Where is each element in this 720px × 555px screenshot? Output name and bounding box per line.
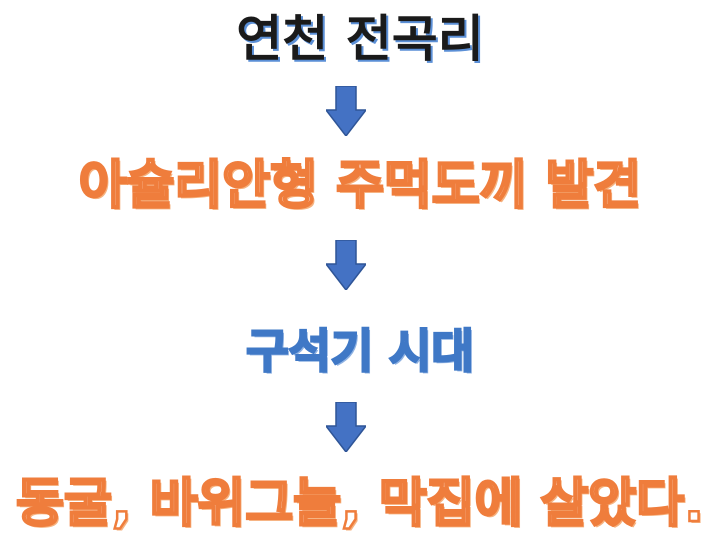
step-dwelling: 동굴, 바위그늘, 막집에 살았다. xyxy=(15,474,705,534)
step-era: 구석기 시대 xyxy=(245,324,475,378)
down-arrow-icon xyxy=(326,240,366,290)
step-location: 연천 전곡리 xyxy=(236,10,484,68)
down-arrow-icon xyxy=(326,402,366,452)
down-arrow-icon xyxy=(326,86,366,136)
step-discovery: 아슐리안형 주먹도끼 발견 xyxy=(78,156,643,216)
